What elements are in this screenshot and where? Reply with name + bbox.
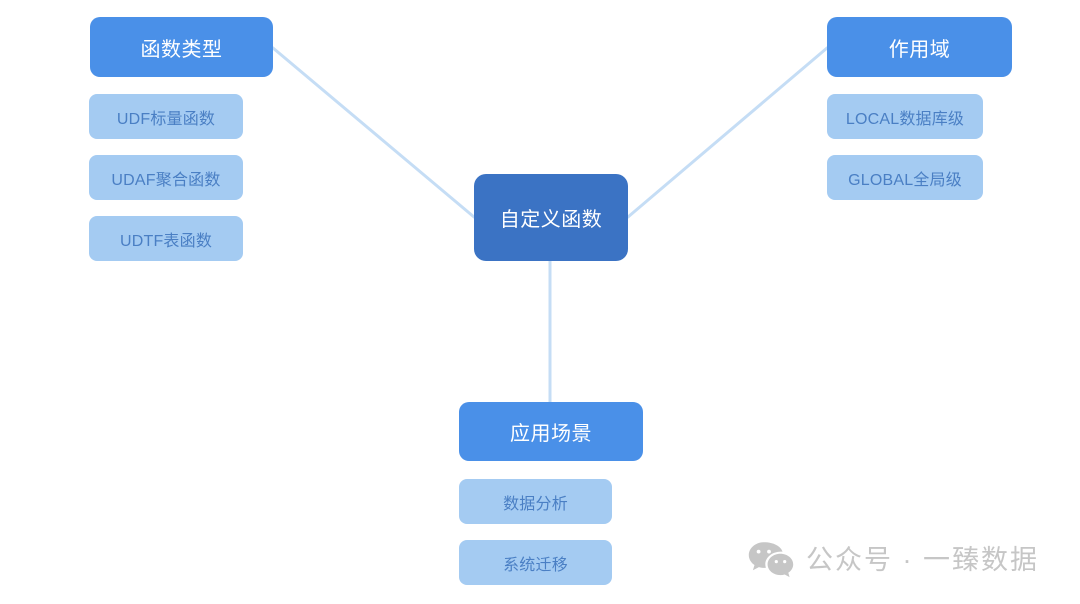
watermark-text: 公众号 · 一臻数据 (806, 544, 1039, 575)
leaf-node-system-migration[interactable]: 系统迁移 (459, 540, 612, 585)
leaf-node-global-level[interactable]: GLOBAL全局级 (827, 155, 983, 200)
branch-node-scope[interactable]: 作用域 (827, 17, 1012, 77)
connector-center-to-scope (626, 46, 829, 219)
leaf-node-udf-scalar-function[interactable]: UDF标量函数 (89, 94, 243, 139)
branch-node-function-type[interactable]: 函数类型 (90, 17, 273, 77)
wechat-icon (748, 542, 794, 578)
connector-center-to-function-type (271, 46, 476, 219)
watermark: 公众号 · 一臻数据 (748, 541, 1039, 579)
leaf-node-data-analysis[interactable]: 数据分析 (459, 479, 612, 524)
leaf-node-local-database-level[interactable]: LOCAL数据库级 (827, 94, 983, 139)
leaf-node-udtf-table-function[interactable]: UDTF表函数 (89, 216, 243, 261)
central-node-custom-function[interactable]: 自定义函数 (474, 174, 628, 261)
branch-node-use-cases[interactable]: 应用场景 (459, 402, 643, 461)
leaf-node-udaf-aggregate-function[interactable]: UDAF聚合函数 (89, 155, 243, 200)
